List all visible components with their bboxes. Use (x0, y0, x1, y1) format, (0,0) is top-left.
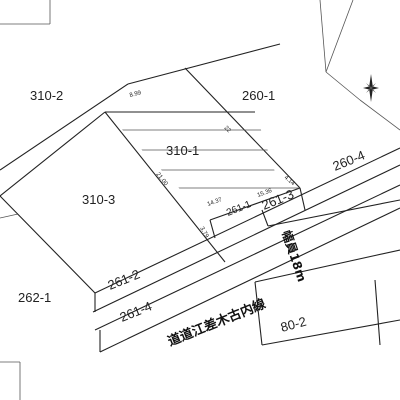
parcel-label-80-2: 80-2 (279, 314, 308, 335)
dimension-4-14: 4.14 (283, 175, 296, 188)
parcel-label-260-4: 260-4 (331, 147, 367, 173)
dimension-21-00: 21.00 (154, 172, 168, 188)
dimension-22: 22 (223, 125, 232, 134)
road-strips (92, 147, 400, 353)
dimension-3-79: 3.79 (198, 226, 209, 240)
compass-rose-icon (363, 74, 379, 102)
parcel-label-261-2: 261-2 (106, 266, 142, 292)
parcel-310-1-hatching (105, 129, 300, 189)
parcel-label-310-3: 310-3 (82, 192, 115, 207)
parcel-label-261-1: 261-1 (225, 199, 253, 219)
parcel-label-260-1: 260-1 (242, 88, 275, 103)
parcel-boundaries (0, 43, 306, 294)
road-name-label: 道道江差木古内線 (166, 296, 269, 350)
parcel-label-261-4: 261-4 (118, 298, 154, 324)
dimension-15-36: 15.36 (257, 188, 274, 199)
dimension-14-37: 14.37 (207, 197, 224, 208)
parcel-label-310-1: 310-1 (166, 143, 199, 158)
parcel-label-310-2: 310-2 (30, 88, 63, 103)
parcel-label-262-1: 262-1 (18, 290, 51, 305)
dimension-8-99: 8.99 (129, 90, 142, 99)
